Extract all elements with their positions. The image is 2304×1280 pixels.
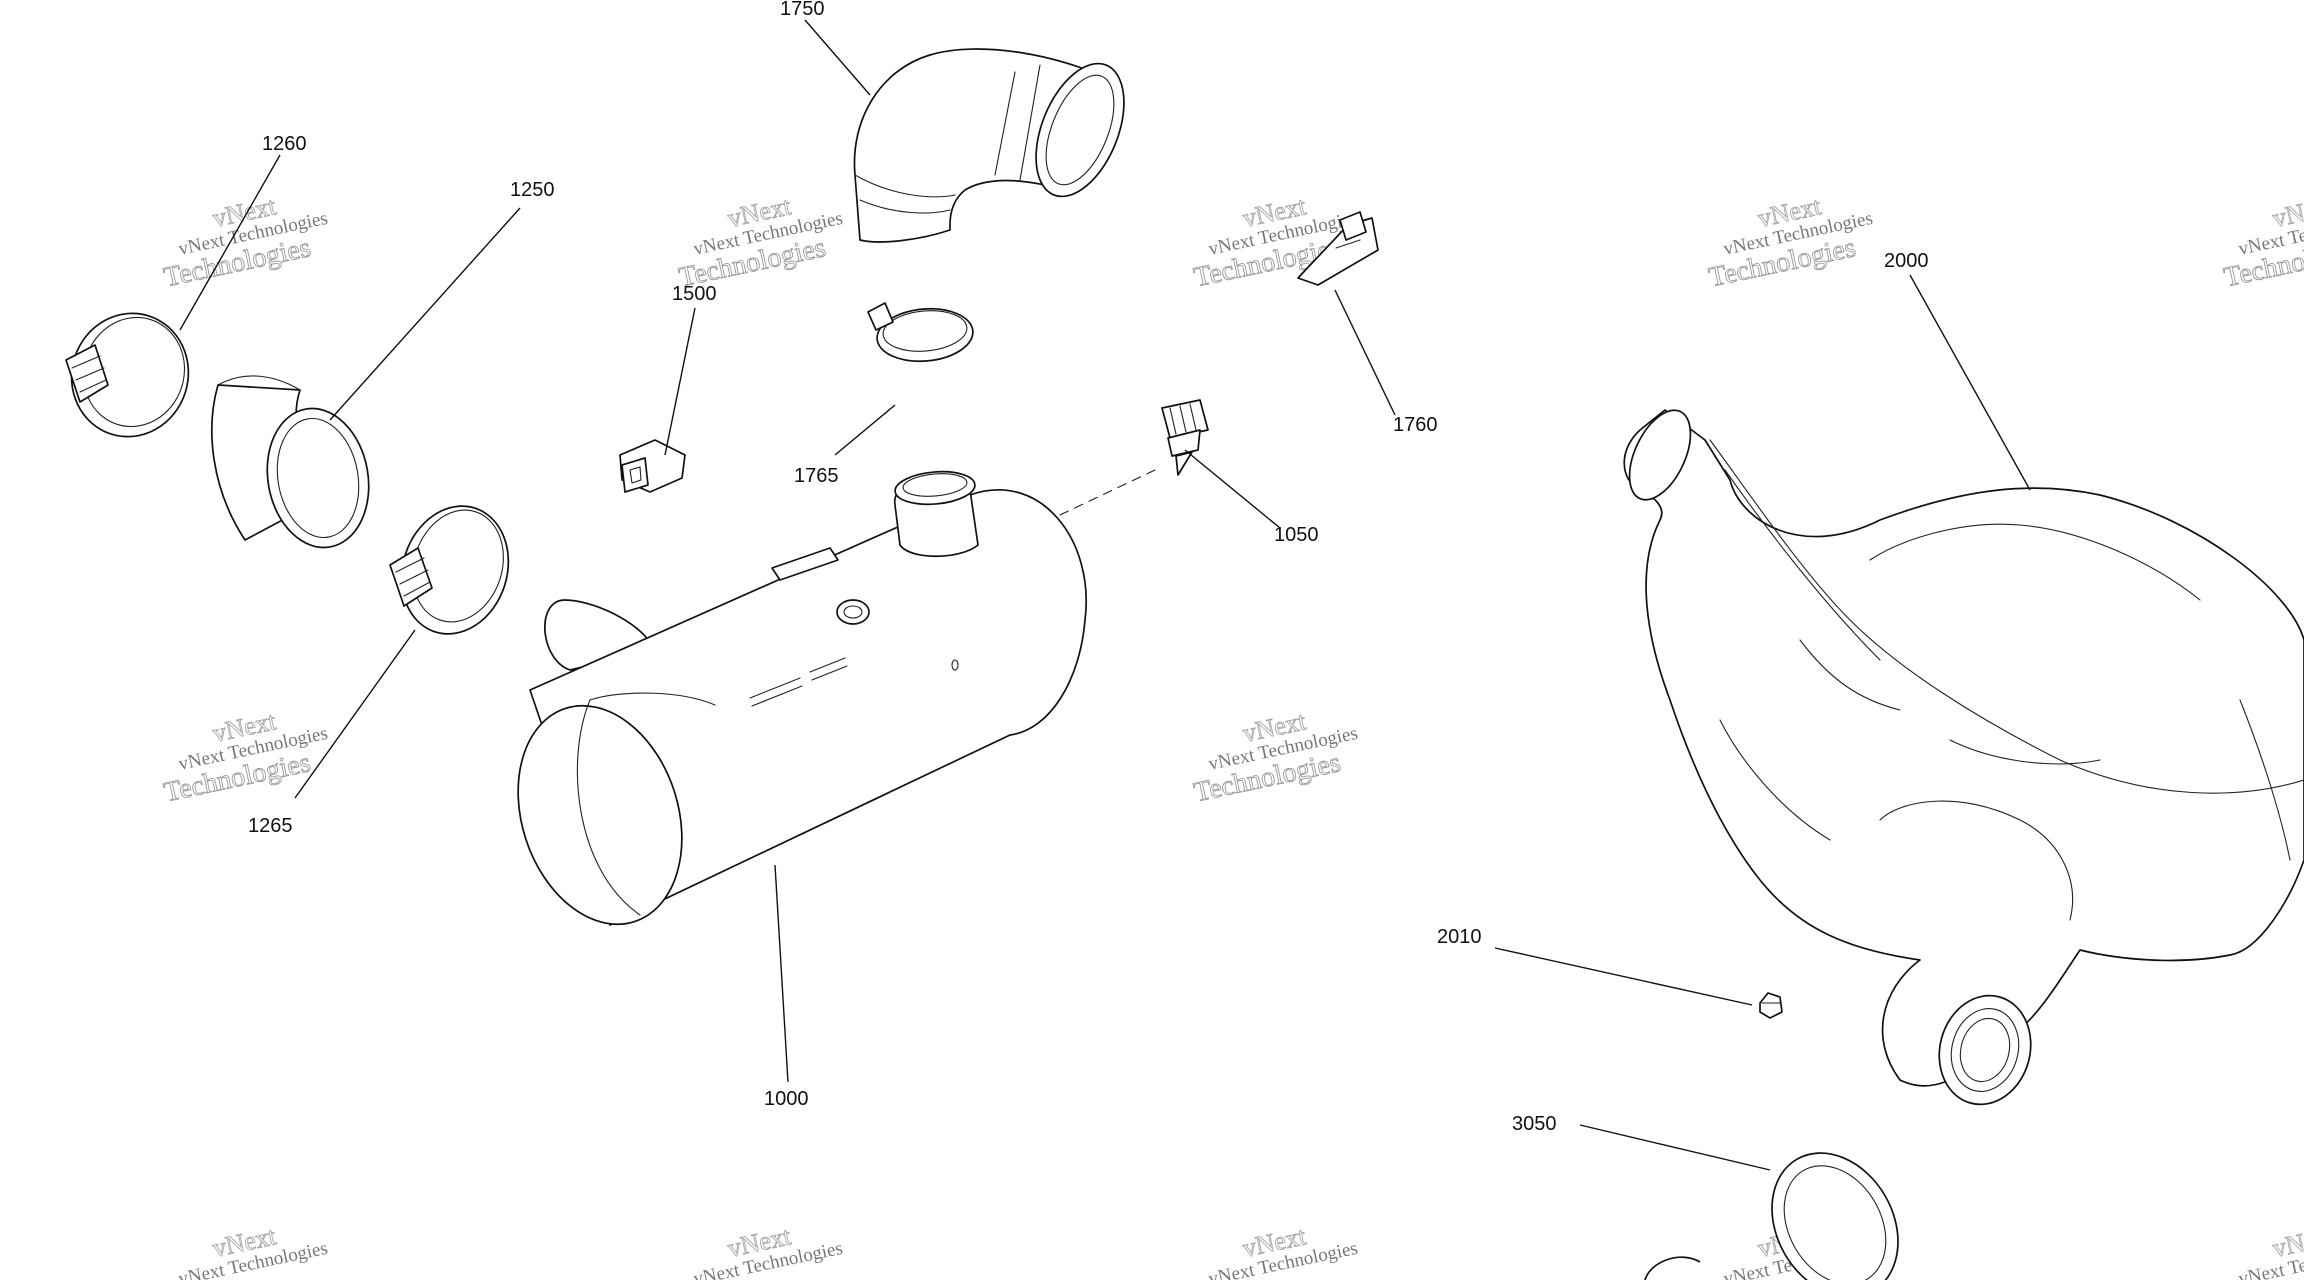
callout-label: 1250 xyxy=(510,179,555,201)
callout-label: 1050 xyxy=(1274,524,1319,546)
callout-label: 1265 xyxy=(248,815,293,837)
partial-part-edge xyxy=(1644,1256,1701,1280)
gasket-part xyxy=(1771,1152,1899,1280)
callout-label: 1765 xyxy=(794,465,839,487)
watermark: vNext vNext Technologies Technologies xyxy=(2221,191,2304,294)
callout-label: 1260 xyxy=(262,133,307,155)
hose-clamp-part xyxy=(389,505,510,635)
callout-label: 3050 xyxy=(1512,1113,1557,1135)
watermark: vNext vNext Technologies xyxy=(2237,1221,2304,1280)
watermark: vNext vNext Technologies Technologies xyxy=(1191,706,1360,809)
watermark: vNext vNext Technologies xyxy=(177,1221,330,1280)
callout-label: 1500 xyxy=(672,283,717,305)
muffler-part xyxy=(517,470,1087,926)
watermark: vNext vNext Technologies Technologies xyxy=(676,191,845,294)
watermark: vNext vNext Technologies xyxy=(1207,1221,1360,1280)
watermark: vNext vNext Technologies Technologies xyxy=(161,191,330,294)
callout-label: 1750 xyxy=(780,0,825,20)
small-clamp-part xyxy=(867,302,974,363)
hose-sleeve-part xyxy=(211,375,370,549)
exhaust-housing-part xyxy=(1623,409,2304,1106)
callout-label: 1000 xyxy=(764,1088,809,1110)
nut-part xyxy=(1759,992,1783,1019)
watermark: vNext vNext Technologies xyxy=(692,1221,845,1280)
callout-label: 2010 xyxy=(1437,926,1482,948)
callout-label: 1760 xyxy=(1393,414,1438,436)
strap-clamp-part xyxy=(1297,211,1379,286)
callout-label: 2000 xyxy=(1884,250,1929,272)
leader-lines xyxy=(179,19,2031,1171)
watermark: vNext vNext Technologies Technologies xyxy=(161,706,330,809)
connector-part xyxy=(619,439,686,493)
hose-clamp-part xyxy=(65,312,190,438)
elbow-hose-part xyxy=(853,48,1125,243)
temperature-sensor-part xyxy=(1161,399,1209,476)
watermark: vNext vNext Technologies Technologies xyxy=(1706,191,1875,294)
